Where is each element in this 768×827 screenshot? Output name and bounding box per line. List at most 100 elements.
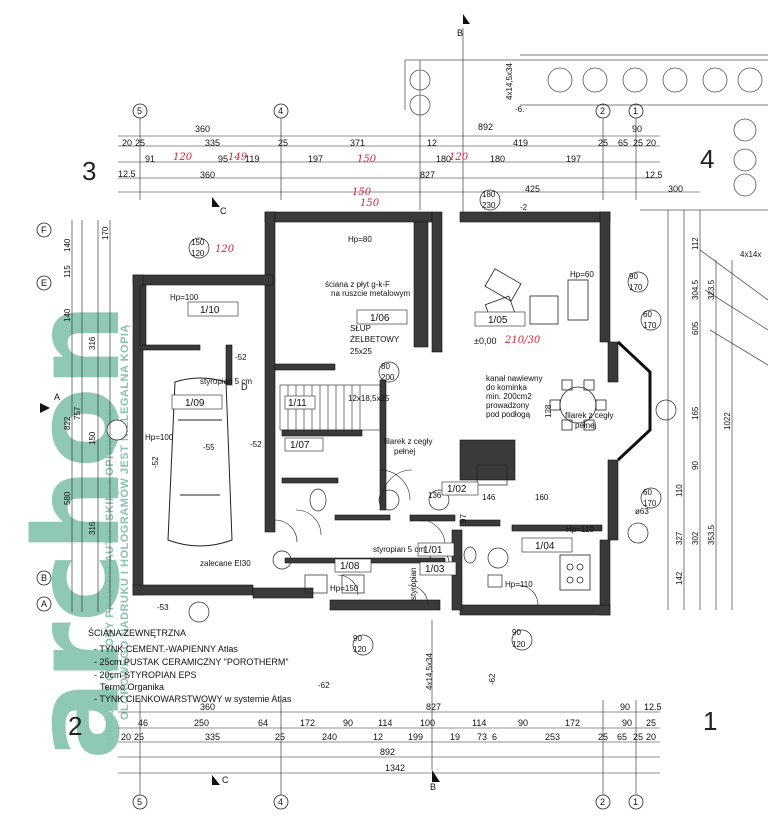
dim-bottom-25e: 25 bbox=[633, 732, 643, 742]
section-c-top: C bbox=[220, 206, 227, 216]
dim-top-827: 827 bbox=[420, 170, 435, 180]
section-mark-c-bottom bbox=[212, 775, 220, 785]
dim-bottom-253: 253 bbox=[545, 732, 560, 742]
dim-top-20: 20 bbox=[122, 138, 132, 148]
dim-bottom-90: 90 bbox=[620, 702, 630, 712]
note-styropian-1: styropian 5 cm bbox=[200, 377, 252, 386]
note-kanal-4: prowadzony bbox=[486, 401, 529, 410]
dim-bottom-25: 25 bbox=[646, 718, 656, 728]
vegetation bbox=[404, 54, 768, 366]
dim-bottom-20b: 20 bbox=[646, 732, 656, 742]
section-c-bottom: C bbox=[222, 775, 229, 785]
note-hp-100b: Hp=100 bbox=[145, 433, 174, 442]
section-b-top: B bbox=[457, 28, 463, 38]
misc-diameter: ø63 bbox=[635, 507, 649, 516]
tag-120: 120 bbox=[191, 249, 205, 258]
note-arrow62b: -62 bbox=[318, 681, 330, 690]
dim-right-1022: 1022 bbox=[723, 412, 732, 430]
dim-left-822: 822 bbox=[63, 416, 72, 430]
axis-label-E: E bbox=[41, 278, 47, 288]
dim-bottom-90c: 90 bbox=[518, 718, 528, 728]
tag-150: 150 bbox=[191, 238, 205, 247]
bathroom-fixtures bbox=[304, 464, 508, 594]
dim-bottom-46: 46 bbox=[138, 718, 148, 728]
red-note-6: 150 bbox=[360, 198, 380, 209]
quadrant-4: 4 bbox=[700, 144, 714, 174]
dim-top-12.5b: 12.5 bbox=[645, 170, 663, 180]
room-1-01: 1/01 bbox=[423, 545, 443, 556]
red-note-4: 120 bbox=[449, 152, 469, 163]
room-1-05: 1/05 bbox=[488, 315, 508, 326]
red-note-2: 149 bbox=[228, 152, 248, 163]
dim-bottom-12.5: 12.5 bbox=[644, 702, 662, 712]
dim-right-353.5: 353.5 bbox=[707, 524, 716, 545]
dim-right-605: 605 bbox=[691, 321, 700, 335]
axis-label-1: 1 bbox=[633, 106, 638, 116]
dim-bottom-1342: 1342 bbox=[385, 763, 405, 773]
room-1-10: 1/10 bbox=[200, 305, 220, 316]
dim-top-25b: 25 bbox=[278, 138, 288, 148]
dim-left-316: 316 bbox=[88, 336, 97, 350]
room-1-08: 1/08 bbox=[340, 561, 360, 572]
dim-top-25c: 25 bbox=[598, 138, 608, 148]
legend-title: ŚCIANA ZEWNĘTRZNA bbox=[88, 627, 186, 638]
quadrant-1: 1 bbox=[703, 706, 717, 736]
dim-right-142: 142 bbox=[675, 571, 684, 585]
axis-label-2-bottom: 2 bbox=[600, 797, 605, 807]
dim-left-140b: 140 bbox=[63, 308, 72, 322]
dim-right-165: 165 bbox=[691, 406, 700, 420]
dim-top-419: 419 bbox=[513, 138, 528, 148]
dim-bottom-73: 73 bbox=[477, 732, 487, 742]
dim-top-360: 360 bbox=[195, 124, 210, 134]
misc-136: 136 bbox=[428, 491, 442, 500]
red-note-8: 210/30 bbox=[504, 335, 541, 346]
watermark-logo: archon bbox=[8, 303, 146, 760]
note-zalecane: zalecane EI30 bbox=[200, 559, 251, 568]
tag-120c: 120 bbox=[353, 645, 367, 654]
dim-bottom-19: 19 bbox=[450, 732, 460, 742]
note-wall-plate-2: na ruszcie metalowym bbox=[331, 289, 410, 298]
note-minus2: -2 bbox=[520, 203, 528, 212]
dim-top-180a: 180 bbox=[436, 154, 451, 164]
axis-label-5: 5 bbox=[137, 106, 142, 116]
red-note-1: 120 bbox=[173, 152, 193, 163]
dim-left-757: 757 bbox=[73, 406, 82, 420]
note-stairs: 12x18,5x25 bbox=[348, 394, 390, 403]
misc-97: 97 bbox=[459, 514, 468, 523]
dim-left-150: 150 bbox=[88, 431, 97, 445]
tag-90b: 90 bbox=[353, 634, 362, 643]
axis-label-F: F bbox=[41, 225, 47, 235]
room-1-03: 1/03 bbox=[425, 564, 445, 575]
axis-label-B: B bbox=[41, 573, 47, 583]
dim-top-20b: 20 bbox=[646, 138, 656, 148]
room-1-06: 1/06 bbox=[370, 313, 390, 324]
dim-top-197b: 197 bbox=[566, 154, 581, 164]
note-column-2: ŻELBETOWY bbox=[350, 335, 400, 344]
dim-bottom-114b: 114 bbox=[472, 718, 486, 728]
dim-top-180b: 180 bbox=[490, 154, 505, 164]
dim-right-327: 327 bbox=[675, 531, 684, 545]
misc-128: 128 bbox=[544, 404, 553, 418]
axis-label-1-bottom: 1 bbox=[633, 797, 638, 807]
right-dimension-lines bbox=[667, 210, 733, 610]
tag-200: 200 bbox=[381, 373, 395, 382]
axis-label-4-bottom: 4 bbox=[278, 797, 283, 807]
dim-bottom-892: 892 bbox=[380, 747, 395, 757]
room-1-09: 1/09 bbox=[185, 398, 205, 409]
section-mark-b-bottom bbox=[432, 770, 440, 782]
legend-item-4: Termo Organika bbox=[100, 682, 164, 692]
dim-bottom-199: 199 bbox=[408, 732, 423, 742]
tag-90c: 90 bbox=[629, 272, 638, 281]
legend-item-1: - TYNK CEMENT.-WAPIENNY Atlas bbox=[94, 644, 238, 654]
quadrant-3: 3 bbox=[82, 156, 96, 186]
note-hp-60: Hp=60 bbox=[570, 270, 594, 279]
dim-top-425: 425 bbox=[525, 184, 540, 194]
legend-item-3: - 20cm STYROPIAN EPS bbox=[94, 670, 197, 680]
dim-top-197: 197 bbox=[308, 154, 323, 164]
section-b-bottom: B bbox=[430, 782, 436, 792]
note-kanal-2: do kominka bbox=[486, 383, 527, 392]
legend-item-2: - 25cm PUSTAK CERAMICZNY "POROTHERM" bbox=[94, 657, 289, 667]
dim-right-110: 110 bbox=[675, 484, 684, 497]
dim-top-300: 300 bbox=[668, 184, 683, 194]
